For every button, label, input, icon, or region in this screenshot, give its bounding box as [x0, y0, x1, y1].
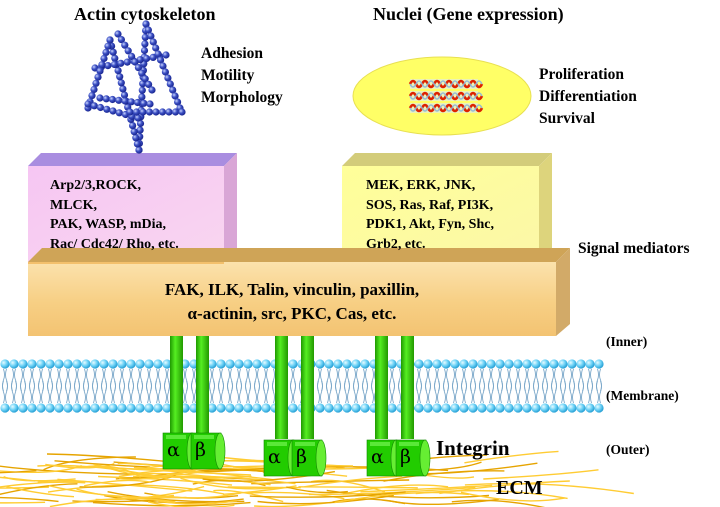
- left-signal-box: [28, 153, 237, 263]
- adapter-box: [28, 248, 570, 336]
- membrane-label: (Membrane): [606, 388, 679, 403]
- right-signal-box: [342, 153, 552, 263]
- right-box-line: PDK1, Akt, Fyn, Shc,: [366, 217, 494, 232]
- left-box-line: MLCK,: [50, 197, 98, 213]
- effect-motility: Motility: [201, 67, 255, 84]
- nuclei-title: Nuclei (Gene expression): [373, 4, 564, 24]
- integrin-stems: [170, 336, 414, 439]
- nucleus-icon: [352, 56, 532, 136]
- effect-adhesion: Adhesion: [201, 45, 264, 62]
- alpha-subunit-label: α: [268, 446, 281, 468]
- signal-mediators-label: Signal mediators: [578, 240, 690, 257]
- kinase-cascade-text: MEK, ERK, JNK, SOS, Ras, Raf, PI3K, PDK1…: [366, 176, 494, 254]
- actin-regulators-text: Arp2/3,ROCK, MLCK, PAK, WASP, mDia, Rac/…: [50, 176, 179, 254]
- left-box-line: Rac/ Cdc42/ Rho, etc.: [50, 236, 179, 252]
- actin-effects-list: Adhesion Motility Morphology: [201, 43, 283, 109]
- lipid-heads: [0, 359, 604, 413]
- effect-differentiation: Differentiation: [539, 88, 637, 105]
- nuclear-effects-list: Proliferation Differentiation Survival: [539, 64, 637, 130]
- left-box-line: Arp2/3,ROCK,: [50, 178, 141, 193]
- adapter-proteins-text: FAK, ILK, Talin, vinculin, paxillin, α-a…: [100, 278, 484, 326]
- effect-morphology: Morphology: [201, 89, 283, 106]
- outer-label: (Outer): [606, 442, 650, 457]
- beta-subunit-label: β: [195, 439, 206, 461]
- actin-filament-icon: [84, 20, 186, 154]
- alpha-subunit-label: α: [167, 439, 180, 461]
- alpha-subunit-label: α: [371, 446, 384, 468]
- lipid-tails: [2, 368, 602, 404]
- dna-strand-icon: [408, 79, 484, 113]
- right-box-line: SOS, Ras, Raf, PI3K,: [366, 197, 494, 213]
- actin-cytoskeleton-title: Actin cytoskeleton: [74, 4, 216, 24]
- ecm-label: ECM: [496, 477, 543, 499]
- integrin-heterodimers: [162, 432, 431, 477]
- adapter-line-1: FAK, ILK, Talin, vinculin, paxillin,: [164, 280, 420, 299]
- effect-survival: Survival: [539, 110, 595, 127]
- left-box-line: PAK, WASP, mDia,: [50, 217, 167, 232]
- right-box-line: MEK, ERK, JNK,: [366, 178, 476, 193]
- beta-subunit-label: β: [296, 446, 307, 468]
- integrin-label: Integrin: [436, 436, 510, 460]
- effect-proliferation: Proliferation: [539, 66, 624, 83]
- beta-subunit-label: β: [400, 446, 411, 468]
- right-box-line: Grb2, etc.: [366, 236, 426, 252]
- inner-label: (Inner): [606, 334, 648, 349]
- lipid-bilayer: [0, 359, 604, 413]
- adapter-line-2: α-actinin, src, PKC, Cas, etc.: [187, 304, 397, 323]
